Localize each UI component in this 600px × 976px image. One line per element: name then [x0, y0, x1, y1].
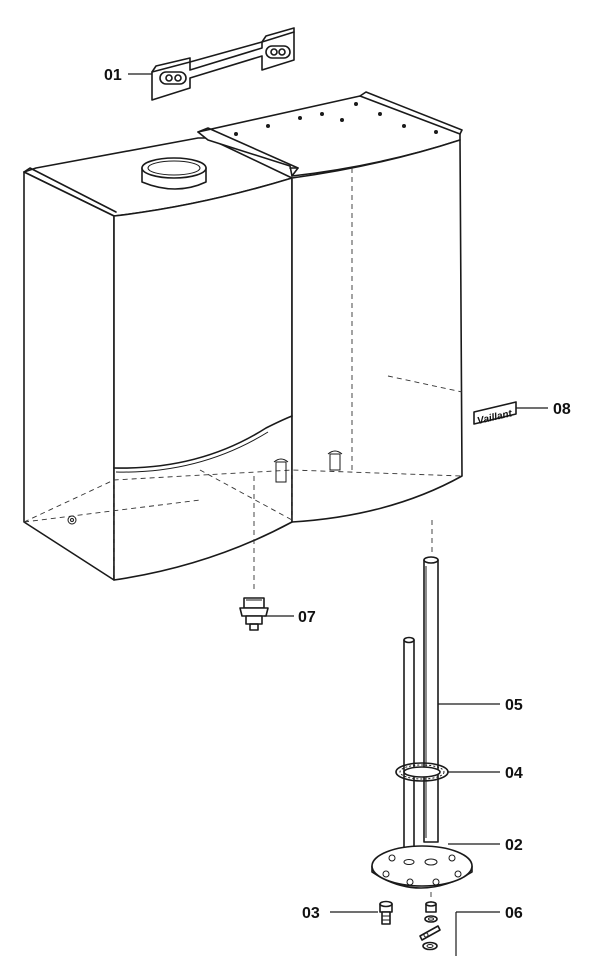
- mounting-bracket: [151, 27, 295, 101]
- vaillant-logo-badge: Vaillant: [473, 401, 517, 427]
- gasket-ring: [395, 762, 449, 782]
- flue-collar: [141, 157, 207, 190]
- drain-fitting: [239, 597, 269, 631]
- flange-plate: [371, 845, 473, 889]
- label-08: 08: [553, 401, 571, 418]
- label-05: 05: [505, 697, 523, 714]
- hardware-set: [419, 901, 441, 951]
- boiler-casing: [23, 91, 463, 581]
- screw: [379, 900, 393, 925]
- label-01: 01: [104, 67, 122, 84]
- label-07: 07: [298, 609, 316, 626]
- label-04: 04: [505, 765, 523, 782]
- label-02: 02: [505, 837, 523, 854]
- long-rod: [423, 556, 439, 843]
- label-03: 03: [302, 905, 320, 922]
- internal-fittings: [273, 450, 343, 483]
- short-rod: [403, 636, 415, 861]
- label-06: 06: [505, 905, 523, 922]
